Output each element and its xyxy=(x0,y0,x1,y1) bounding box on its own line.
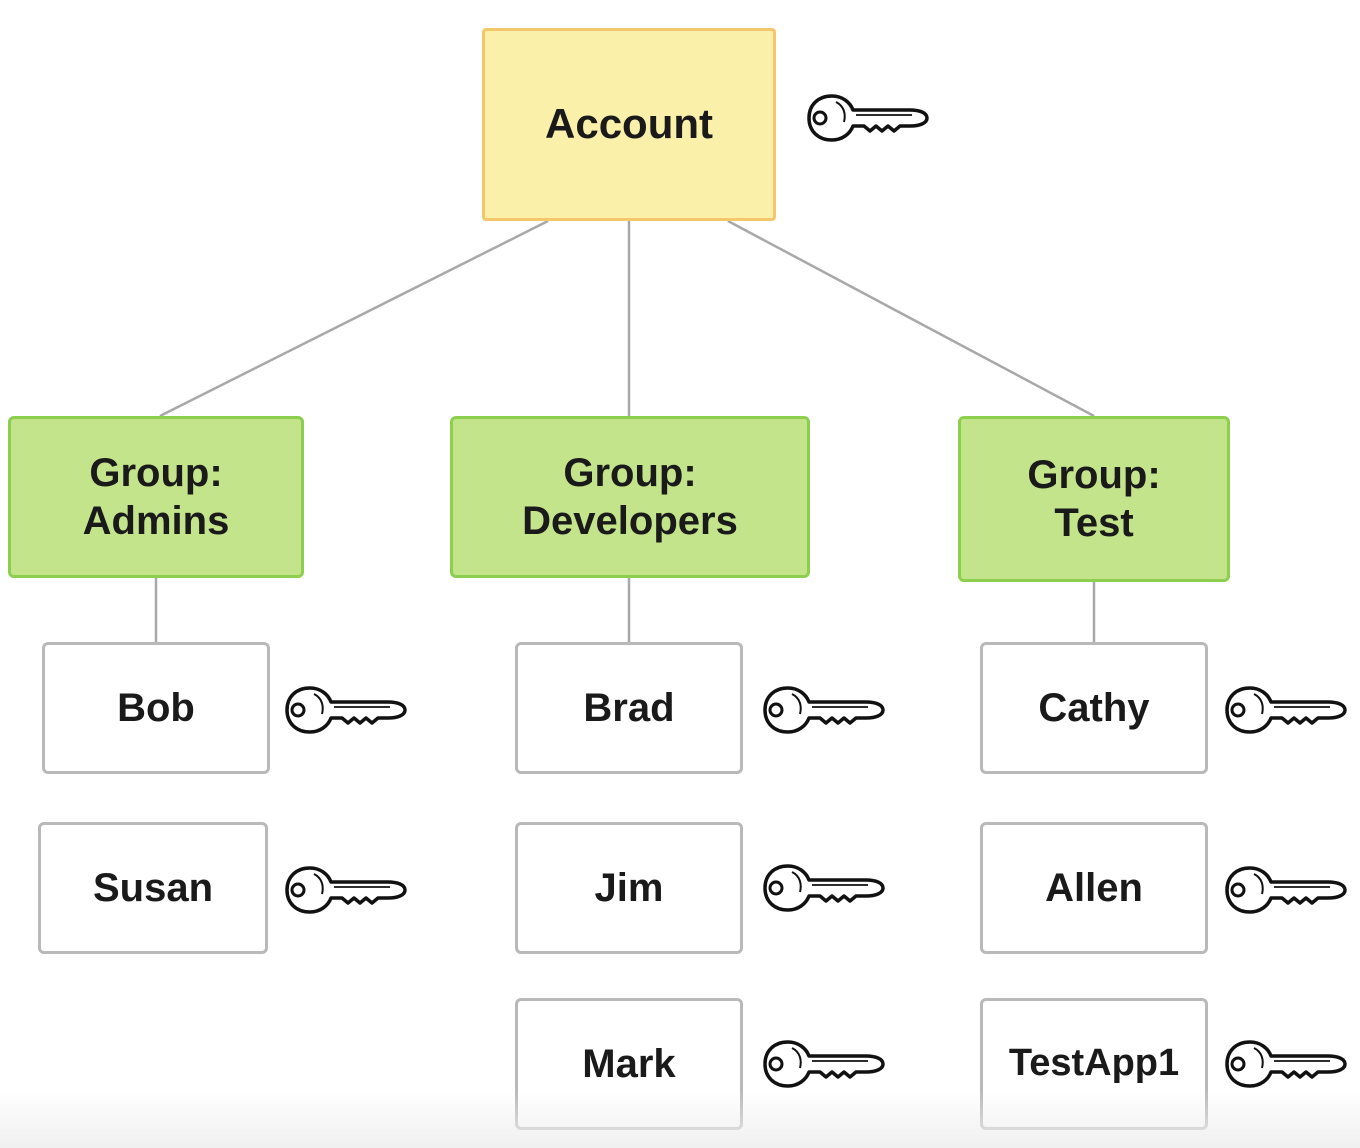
group-test-node: Group: Test xyxy=(958,416,1230,582)
user-mark-node: Mark xyxy=(515,998,743,1130)
testapp1-key-icon xyxy=(1225,1040,1347,1088)
bob-key-icon xyxy=(285,686,407,734)
user-bob-node: Bob xyxy=(42,642,270,774)
group-test-prefix: Group: xyxy=(1027,453,1161,497)
account-node: Account xyxy=(482,28,776,221)
user-brad-node: Brad xyxy=(515,642,743,774)
user-bob-label: Bob xyxy=(117,686,195,730)
user-cathy-label: Cathy xyxy=(1038,686,1150,730)
user-jim-label: Jim xyxy=(594,866,664,910)
cathy-key-icon xyxy=(1225,686,1347,734)
user-allen-label: Allen xyxy=(1045,866,1143,910)
user-cathy-node: Cathy xyxy=(980,642,1208,774)
account-key-icon xyxy=(807,94,929,142)
group-test-name: Test xyxy=(1054,501,1134,545)
susan-key-icon xyxy=(285,866,407,914)
group-admins-prefix: Group: xyxy=(89,451,223,495)
user-allen-node: Allen xyxy=(980,822,1208,954)
jim-key-icon xyxy=(763,864,885,912)
allen-key-icon xyxy=(1225,866,1347,914)
group-developers-node: Group: Developers xyxy=(450,416,810,578)
group-admins-node: Group: Admins xyxy=(8,416,304,578)
brad-key-icon xyxy=(763,686,885,734)
user-testapp1-label: TestApp1 xyxy=(1008,1042,1180,1085)
group-admins-name: Admins xyxy=(82,499,230,543)
user-brad-label: Brad xyxy=(583,686,675,730)
mark-key-icon xyxy=(763,1040,885,1088)
user-susan-node: Susan xyxy=(38,822,268,954)
connector-account-admins xyxy=(159,219,549,418)
user-susan-label: Susan xyxy=(92,866,214,910)
connector-account-test xyxy=(727,219,1095,418)
user-jim-node: Jim xyxy=(515,822,743,954)
group-developers-prefix: Group: xyxy=(563,451,697,495)
user-mark-label: Mark xyxy=(582,1042,676,1086)
group-developers-name: Developers xyxy=(522,499,738,543)
user-testapp1-node: TestApp1 xyxy=(980,998,1208,1130)
account-label: Account xyxy=(545,100,713,148)
